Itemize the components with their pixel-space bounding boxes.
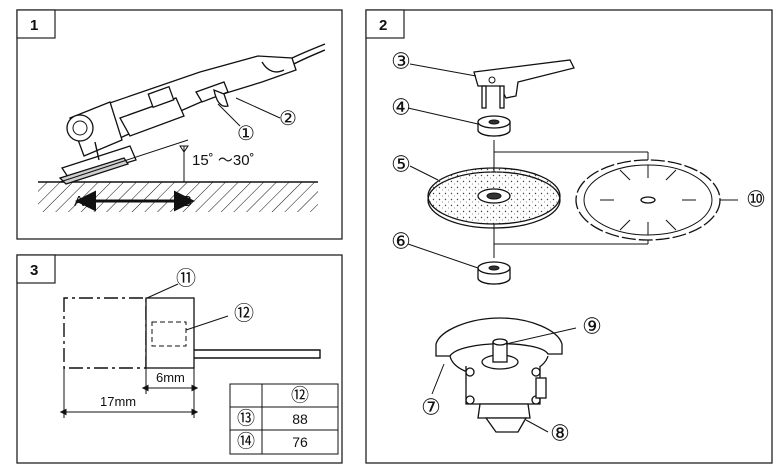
spec-table: ⑫ ⑬ 88 ⑭ 76 bbox=[229, 383, 339, 455]
lock-nut bbox=[477, 115, 511, 137]
blade-segment bbox=[145, 297, 195, 369]
table-header: ⑫ bbox=[291, 386, 309, 407]
callout-5: ⑤ bbox=[391, 153, 411, 178]
blade-shank bbox=[194, 349, 321, 359]
motor-neck bbox=[484, 417, 528, 433]
callout-10: ⑩ bbox=[746, 188, 766, 213]
guard bbox=[435, 317, 563, 357]
switch-lever bbox=[213, 88, 229, 107]
callout-4: ④ bbox=[391, 96, 411, 121]
gear-housing bbox=[465, 366, 541, 405]
callout-1: ① bbox=[237, 121, 255, 145]
wrench bbox=[473, 59, 575, 109]
table-row-label: ⑭ bbox=[237, 432, 255, 453]
grinding-disc bbox=[427, 167, 561, 229]
side-handle-knob bbox=[66, 114, 94, 142]
inner-dashed-box bbox=[151, 321, 187, 347]
angle-grinder bbox=[58, 55, 297, 185]
wheel-washer bbox=[477, 261, 511, 285]
panel-3: 3 ⑪ ⑫ 6mm 17mm ⑫ ⑬ 88 ⑭ 76 bbox=[16, 254, 343, 464]
callout-2: ② bbox=[279, 106, 297, 130]
callout-7: ⑦ bbox=[421, 396, 441, 421]
callout-12: ⑫ bbox=[234, 301, 254, 325]
panel-1: 1 15˚ ～30˚ A bbox=[16, 9, 343, 240]
diamond-blade bbox=[575, 159, 721, 241]
panel-2: 2 ③ ④ ⑤ bbox=[365, 9, 773, 464]
table-row-value: 76 bbox=[292, 434, 308, 450]
panel-3-number: 3 bbox=[30, 262, 38, 279]
table-row-label: ⑬ bbox=[237, 409, 255, 430]
callout-11: ⑪ bbox=[176, 266, 196, 290]
label-a: A bbox=[74, 193, 84, 210]
label-b: B bbox=[182, 193, 192, 210]
callout-3: ③ bbox=[391, 50, 411, 75]
panel-1-number: 1 bbox=[30, 17, 38, 34]
panel-2-number: 2 bbox=[379, 17, 387, 34]
dim-17mm: 17mm bbox=[100, 394, 136, 409]
callout-6: ⑥ bbox=[391, 230, 411, 255]
angle-label: 15˚ ～30˚ bbox=[192, 152, 255, 169]
dim-6mm: 6mm bbox=[156, 370, 185, 385]
angle-ref-line bbox=[59, 139, 189, 183]
callout-8: ⑧ bbox=[550, 422, 570, 447]
grinder-head bbox=[435, 317, 563, 433]
table-row-value: 88 bbox=[292, 411, 308, 427]
callout-9: ⑨ bbox=[582, 315, 602, 340]
switch bbox=[195, 81, 229, 103]
name-plate bbox=[147, 85, 175, 109]
